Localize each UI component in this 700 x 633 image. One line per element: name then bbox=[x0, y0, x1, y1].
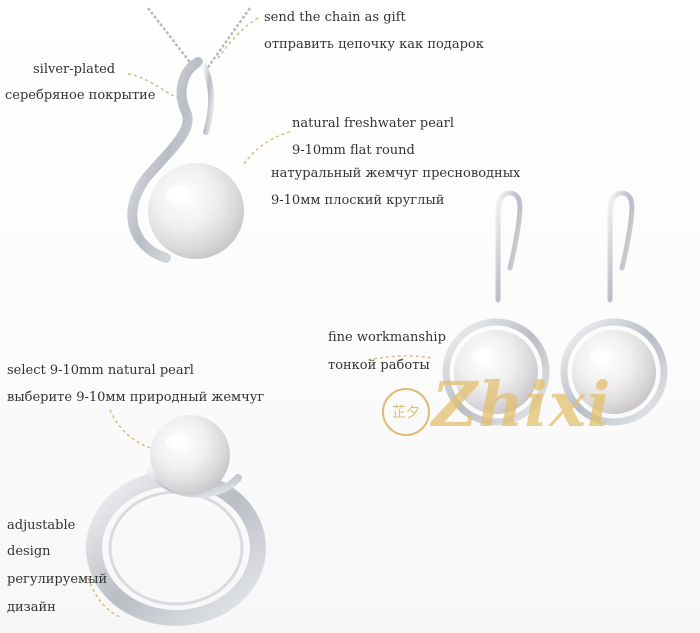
label-design-ru: дизайн bbox=[7, 600, 56, 615]
label-select-ru: выберите 9-10мм природный жемчуг bbox=[7, 390, 265, 405]
label-chain-ru: отправить цепочку как подарок bbox=[264, 37, 484, 52]
pendant-necklace-icon bbox=[127, 57, 244, 263]
label-silver-en: silver-plated bbox=[33, 62, 116, 77]
label-work-en: fine workmanship bbox=[328, 330, 446, 345]
label-silver-ru: серебряное покрытие bbox=[5, 88, 156, 103]
brand-wordmark: Zhixi bbox=[432, 368, 612, 441]
label-adjustable-en: adjustable bbox=[7, 518, 76, 533]
label-adjustable-ru: регулируемый bbox=[7, 572, 108, 587]
callout-arrows bbox=[87, 17, 433, 619]
chain-icon bbox=[147, 7, 252, 71]
pearl-ring-icon bbox=[86, 415, 266, 626]
label-work-ru: тонкой работы bbox=[328, 358, 430, 373]
label-pearl-size-en: 9-10mm flat round bbox=[292, 143, 415, 158]
label-select-en: select 9-10mm natural pearl bbox=[7, 363, 194, 378]
label-pearl-ru: натуральный жемчуг пресноводных bbox=[271, 166, 521, 181]
pearl-earring-icon bbox=[442, 190, 668, 426]
label-pearl-size-ru: 9-10мм плоский круглый bbox=[271, 193, 445, 208]
label-chain-en: send the chain as gift bbox=[264, 10, 406, 25]
label-design-en: design bbox=[7, 544, 51, 559]
label-pearl-en: natural freshwater pearl bbox=[292, 116, 455, 131]
brand-seal-icon: 芷夕 bbox=[382, 388, 430, 436]
brand-watermark-logo: 芷夕 Zhixi bbox=[382, 360, 610, 450]
